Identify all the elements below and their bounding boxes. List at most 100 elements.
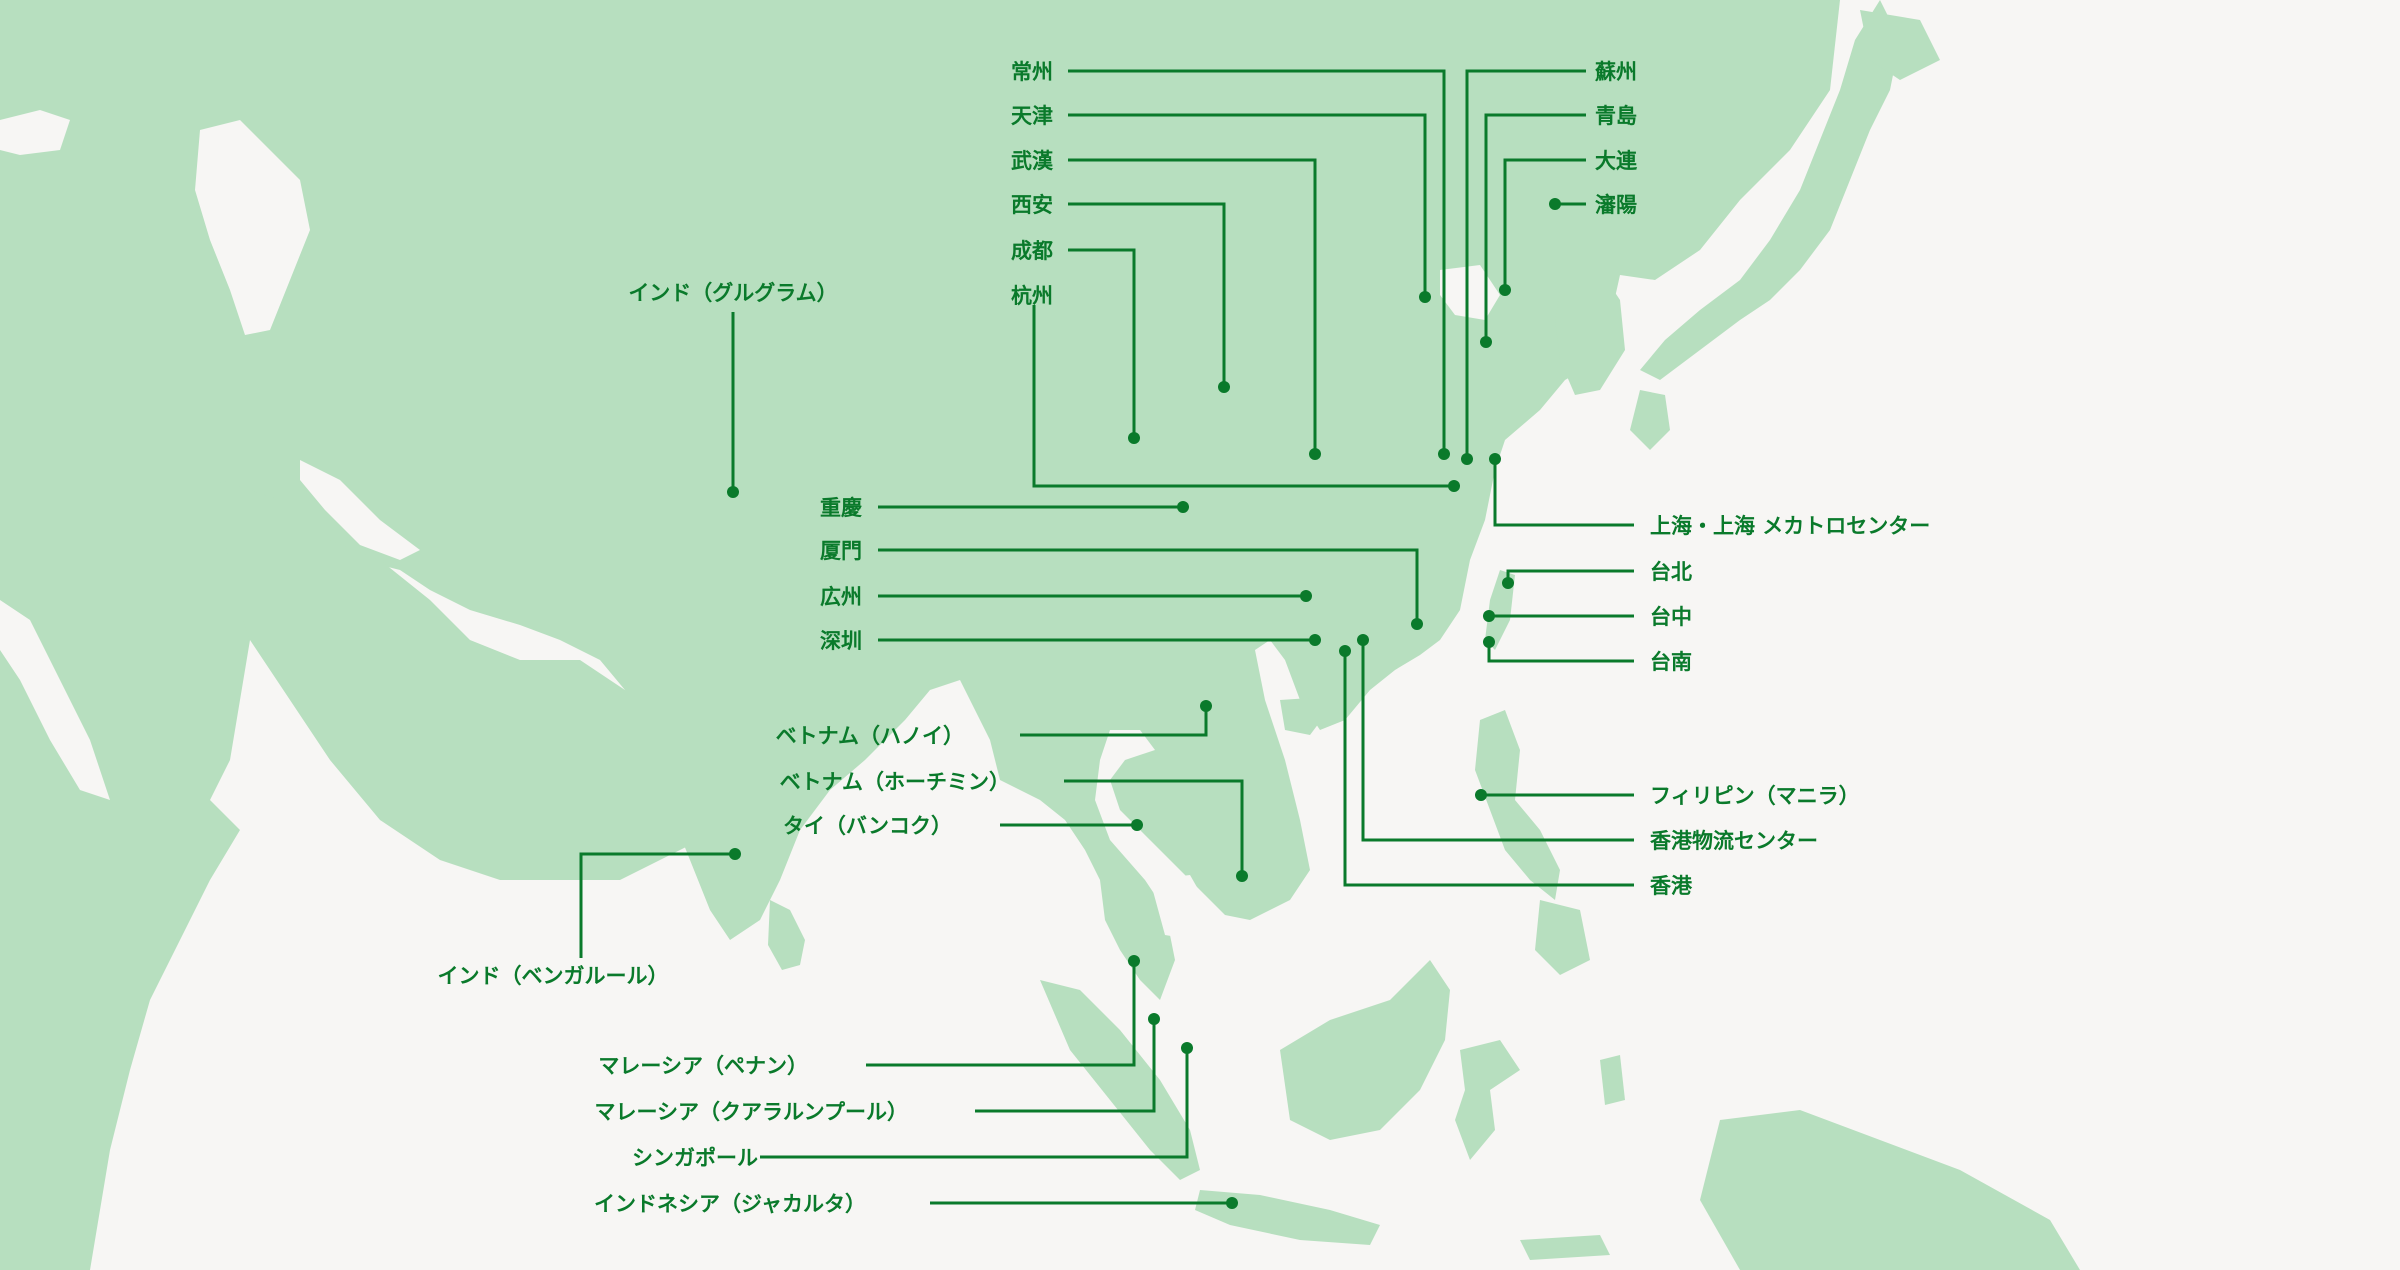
label-dalian: 大連 xyxy=(1595,149,1638,173)
label-qingdao: 青島 xyxy=(1595,104,1637,128)
leader-penang xyxy=(866,961,1136,1067)
leader-hanoi xyxy=(1020,706,1208,737)
landmass-mindanao xyxy=(1535,900,1590,975)
dot-bengaluru xyxy=(729,848,741,860)
leader-chengdu xyxy=(1068,248,1136,438)
dot-shenyang xyxy=(1549,198,1561,210)
landmass-korea xyxy=(1555,270,1625,395)
label-penang: マレーシア（ペナン） xyxy=(598,1054,808,1078)
dot-kl xyxy=(1148,1013,1160,1025)
red-sea xyxy=(0,600,110,800)
dot-singapore xyxy=(1181,1042,1193,1054)
label-xiamen: 厦門 xyxy=(820,539,862,563)
label-hanoi: ベトナム（ハノイ） xyxy=(776,724,964,748)
dot-shanghai xyxy=(1489,453,1501,465)
dot-qingdao xyxy=(1480,336,1492,348)
label-hongkong: 香港 xyxy=(1650,874,1693,898)
persian-gulf xyxy=(300,460,420,560)
dot-wuhan xyxy=(1309,448,1321,460)
label-chongqing: 重慶 xyxy=(820,496,862,520)
landmass-arabia xyxy=(220,480,720,880)
black-sea xyxy=(0,110,70,155)
leader-suzhou xyxy=(1465,69,1586,459)
leader-wuhan xyxy=(1068,158,1317,454)
dot-suzhou xyxy=(1461,453,1473,465)
leader-tainan xyxy=(1487,642,1634,663)
dot-penang xyxy=(1128,955,1140,967)
label-hk-logistics: 香港物流センター xyxy=(1650,829,1818,853)
leader-bengaluru xyxy=(579,852,735,958)
landmass-timor xyxy=(1520,1235,1610,1260)
leader-kl xyxy=(975,1019,1156,1113)
dot-guangzhou xyxy=(1300,590,1312,602)
leader-hangzhou xyxy=(1032,305,1454,488)
landmass-eurasia xyxy=(0,0,1840,1000)
landmass-sulawesi xyxy=(1455,1040,1520,1160)
leader-hongkong xyxy=(1343,651,1634,887)
label-hangzhou: 杭州 xyxy=(1011,284,1053,308)
leader-shanghai xyxy=(1493,459,1634,527)
label-jakarta: インドネシア（ジャカルタ） xyxy=(594,1192,866,1216)
label-wuhan: 武漢 xyxy=(1011,149,1054,173)
label-chengdu: 成都 xyxy=(1011,239,1053,263)
dot-changzhou xyxy=(1438,448,1450,460)
landmass-newguinea xyxy=(1700,1110,2080,1270)
dot-tainan xyxy=(1483,636,1495,648)
label-bengaluru: インド（ベンガルール） xyxy=(438,964,669,988)
landmass-moluccas xyxy=(1600,1055,1625,1105)
dot-hanoi xyxy=(1200,700,1212,712)
location-labels: 常州 天津 武漢 西安 成都 杭州 蘇州 青島 大連 瀋陽 インド（グルグラム）… xyxy=(438,60,1931,1216)
label-singapore: シンガポール xyxy=(632,1146,758,1170)
landmass-hainan xyxy=(1280,698,1325,735)
dot-taipei xyxy=(1502,577,1514,589)
dot-gurugram xyxy=(727,486,739,498)
dot-xian xyxy=(1218,381,1230,393)
leader-hcm xyxy=(1064,779,1244,876)
label-tainan: 台南 xyxy=(1650,650,1692,674)
dot-chongqing xyxy=(1177,501,1189,513)
location-dots xyxy=(727,198,1561,1209)
dot-dalian xyxy=(1499,284,1511,296)
label-xian: 西安 xyxy=(1011,193,1053,217)
label-guangzhou: 広州 xyxy=(820,585,862,609)
landmass-borneo xyxy=(1280,960,1450,1140)
leader-qingdao xyxy=(1484,113,1586,342)
label-suzhou: 蘇州 xyxy=(1594,60,1637,84)
dot-manila xyxy=(1475,789,1487,801)
dot-hongkong xyxy=(1339,645,1351,657)
dot-hcm xyxy=(1236,870,1248,882)
label-bangkok: タイ（バンコク） xyxy=(783,814,952,838)
dot-hangzhou xyxy=(1448,480,1460,492)
label-gurugram: インド（グルグラム） xyxy=(628,281,837,305)
label-shenyang: 瀋陽 xyxy=(1595,193,1637,217)
dot-jakarta xyxy=(1226,1197,1238,1209)
dot-hk-logistics xyxy=(1357,634,1369,646)
label-shanghai: 上海・上海 メカトロセンター xyxy=(1650,514,1930,538)
leader-lines xyxy=(579,69,1634,1205)
label-hcm: ベトナム（ホーチミン） xyxy=(780,770,1010,794)
leader-tianjin xyxy=(1068,113,1427,297)
dot-tianjin xyxy=(1419,291,1431,303)
label-taichung: 台中 xyxy=(1650,605,1692,629)
label-taipei: 台北 xyxy=(1650,560,1692,584)
dot-xiamen xyxy=(1411,618,1423,630)
label-manila: フィリピン（マニラ） xyxy=(1650,784,1860,808)
label-shenzhen: 深圳 xyxy=(820,629,862,653)
landmass-philippines xyxy=(1475,710,1560,900)
landmass-japan-kyushu xyxy=(1630,390,1670,450)
dot-bangkok xyxy=(1131,819,1143,831)
landmass-srilanka xyxy=(768,900,805,970)
leader-hk-logistics xyxy=(1361,640,1634,842)
gulf-of-thailand xyxy=(1150,875,1210,940)
label-tianjin: 天津 xyxy=(1011,104,1053,128)
label-changzhou: 常州 xyxy=(1011,60,1053,84)
landmass-java xyxy=(1195,1190,1380,1245)
leader-xiamen xyxy=(878,548,1419,624)
label-kl: マレーシア（クアラルンプール） xyxy=(594,1100,908,1124)
leader-dalian xyxy=(1503,158,1586,290)
leader-singapore xyxy=(760,1048,1189,1159)
caspian-sea xyxy=(195,120,310,335)
dot-chengdu xyxy=(1128,432,1140,444)
